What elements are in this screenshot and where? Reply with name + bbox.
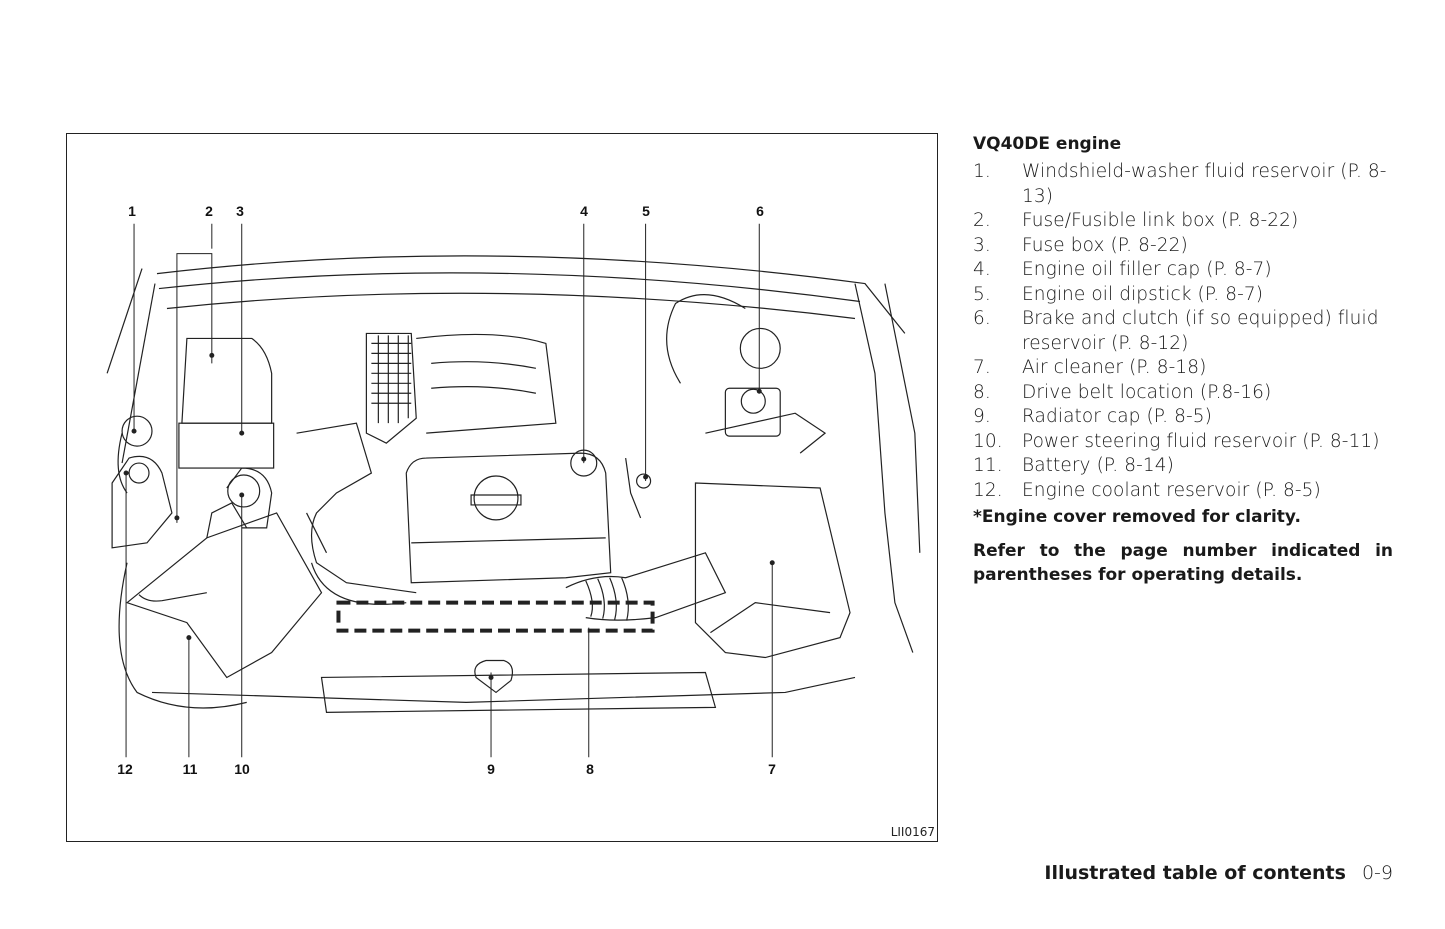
legend-item-number: 4.	[973, 259, 991, 280]
legend-item-text: Drive belt location (P.8-16)	[1022, 381, 1272, 403]
callout-dots	[123, 352, 775, 680]
legend-item: 4. Engine oil filler cap (P. 8-7)	[973, 258, 1393, 283]
legend-title: VQ40DE engine	[973, 134, 1122, 154]
legend-item: 11. Battery (P. 8-14)	[973, 454, 1393, 479]
legend-item: 7. Air cleaner (P. 8-18)	[973, 356, 1393, 381]
legend-item-number: 11.	[973, 455, 1003, 476]
callout-9: 9	[487, 761, 495, 777]
intake-hose	[565, 552, 727, 621]
body-outline	[106, 255, 921, 709]
legend-item-number: 2.	[973, 210, 991, 231]
legend-item-number: 7.	[973, 357, 991, 378]
legend-item: 9. Radiator cap (P. 8-5)	[973, 405, 1393, 430]
legend-item-text: Power steering fluid reservoir (P. 8-11)	[1022, 430, 1380, 452]
leader-lines	[125, 223, 773, 758]
legend-item: 2. Fuse/Fusible link box (P. 8-22)	[973, 209, 1393, 234]
air-cleaner	[694, 482, 851, 659]
legend-item: 8. Drive belt location (P.8-16)	[973, 381, 1393, 406]
intake-manifold	[365, 332, 557, 444]
legend-item-number: 8.	[973, 381, 991, 403]
refer-note: Refer to the page number indicated in pa…	[973, 541, 1393, 585]
legend-item: 10. Power steering fluid reservoir (P. 8-…	[973, 430, 1393, 455]
engine-diagram	[106, 223, 921, 758]
legend-item: 3. Fuse box (P. 8-22)	[973, 234, 1393, 259]
brake-reservoir	[666, 294, 827, 454]
radiator-cap	[320, 659, 717, 713]
callout-11: 11	[182, 761, 198, 777]
callout-4: 4	[580, 203, 588, 219]
engine-cover-note: *Engine cover removed for clarity.	[973, 507, 1301, 527]
oil-dipstick	[625, 457, 652, 519]
callout-2: 2	[205, 203, 213, 219]
legend-item-text: Radiator cap (P. 8-5)	[1022, 406, 1212, 427]
legend-item-number: 1.	[973, 161, 991, 182]
drive-belt-area	[336, 600, 655, 633]
washer-reservoir	[117, 415, 153, 494]
legend-panel: VQ40DE engine 1. Windshield-washer fluid …	[973, 134, 1393, 587]
legend-item-text: Fuse/Fusible link box (P. 8-22)	[1022, 210, 1299, 231]
callout-10: 10	[234, 761, 250, 777]
callout-7: 7	[768, 761, 776, 777]
legend-item-text: Fuse box (P. 8-22)	[1022, 234, 1188, 256]
legend-item-number: 5.	[973, 283, 991, 305]
power-steering-reservoir	[226, 467, 273, 529]
legend-list: 1. Windshield-washer fluid reservoir (P. …	[973, 160, 1393, 503]
engine-block	[405, 452, 612, 584]
legend-item: 6. Brake and clutch (if so equipped) flui…	[973, 307, 1393, 356]
callout-3: 3	[236, 203, 244, 219]
legend-item: 5. Engine oil dipstick (P. 8-7)	[973, 283, 1393, 308]
legend-item: 12. Engine coolant reservoir (P. 8-5)	[973, 479, 1393, 504]
legend-item-number: 3.	[973, 234, 991, 256]
battery	[125, 502, 323, 679]
legend-item-text: Battery (P. 8-14)	[1022, 455, 1174, 476]
legend-item-number: 9.	[973, 406, 991, 427]
fuse-boxes	[178, 337, 275, 469]
callout-1: 1	[128, 203, 136, 219]
callout-8: 8	[586, 761, 594, 777]
page-footer: Illustrated table of contents 0-9	[1044, 862, 1393, 884]
legend-item-number: 6.	[973, 308, 991, 329]
callout-6: 6	[756, 203, 764, 219]
legend-item-text: Brake and clutch (if so equipped) fluid …	[1022, 308, 1379, 354]
legend-item-text: Engine oil dipstick (P. 8-7)	[1022, 283, 1264, 305]
legend-item-text: Engine oil filler cap (P. 8-7)	[1022, 259, 1272, 280]
legend-item-text: Windshield-washer fluid reservoir (P. 8-…	[1022, 161, 1387, 207]
legend-item: 1. Windshield-washer fluid reservoir (P. …	[973, 160, 1393, 209]
legend-item-text: Engine coolant reservoir (P. 8-5)	[1022, 479, 1321, 501]
callout-5: 5	[642, 203, 650, 219]
intake-duct	[296, 422, 417, 605]
section-title: Illustrated table of contents	[1044, 862, 1346, 884]
legend-item-number: 10.	[973, 430, 1003, 452]
coolant-reservoir	[111, 455, 173, 549]
figure-code: LII0167	[890, 825, 935, 839]
page-number: 0-9	[1361, 862, 1393, 884]
legend-item-text: Air cleaner (P. 8-18)	[1022, 357, 1207, 378]
callout-12: 12	[117, 761, 133, 777]
engine-compartment-figure: 1 2 3 4 5 6 12 11 10 9 8 7 LII0167	[66, 133, 938, 842]
legend-item-number: 12.	[973, 479, 1003, 501]
